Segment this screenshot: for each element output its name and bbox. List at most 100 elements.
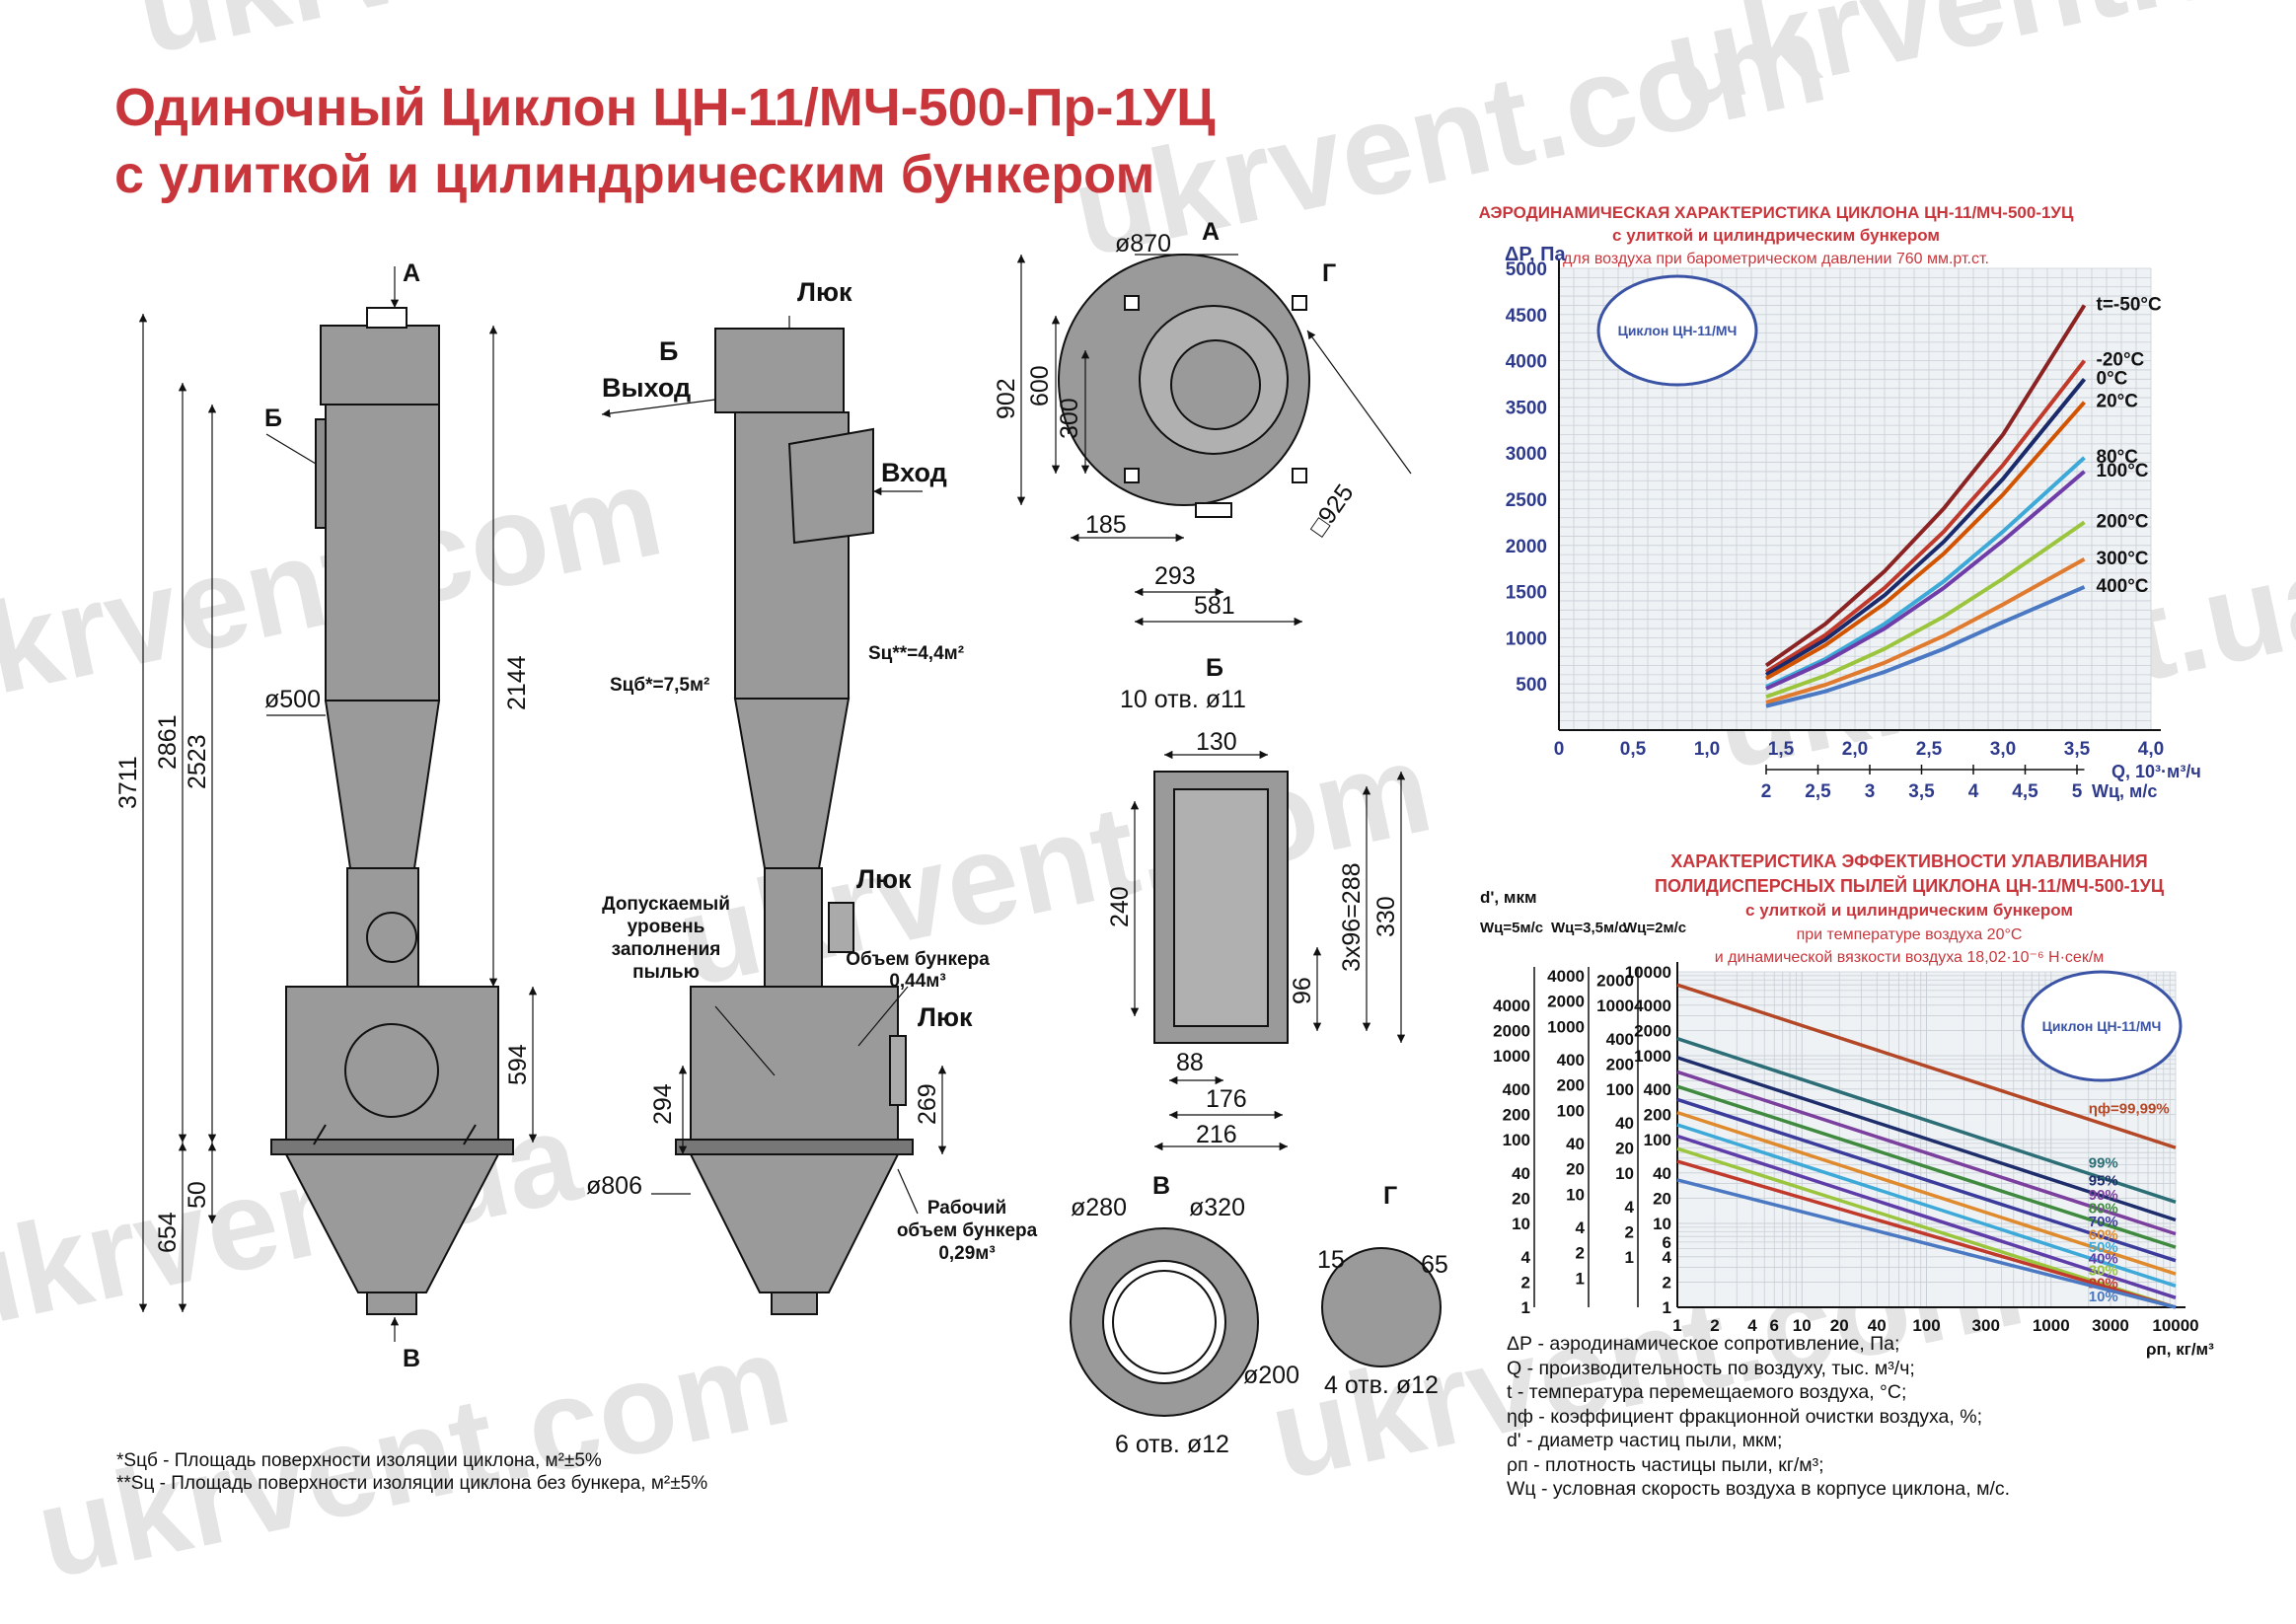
chart1-ytick-label: 4000 [1506, 352, 1547, 373]
chart2-aux-tick-label: 20 [1512, 1189, 1530, 1208]
allowed-level-4: пылью [632, 962, 700, 983]
chart2-series-label: 99% [2089, 1154, 2118, 1171]
chart2-series-line [1676, 1178, 2177, 1309]
allowed-level-2: уровень [628, 917, 705, 937]
hatch-circle [344, 1023, 439, 1118]
chart2-series-line [1676, 1123, 2177, 1288]
chart1-logo: Циклон ЦН-11/МЧ [1596, 274, 1758, 387]
chart1-series-label: 200°C [2097, 511, 2149, 532]
label-b-flange: Б [1206, 654, 1223, 682]
dim-925: □925 [1304, 480, 1360, 542]
chart1-x2tick-label: 3 [1865, 781, 1876, 802]
legend-line: Q - производительность по воздуху, тыс. … [1507, 1357, 1915, 1379]
chart2-xtick-label: 10 [1793, 1316, 1812, 1335]
chart2-aux-tick-label: 20 [1566, 1160, 1585, 1179]
dim-88: 88 [1176, 1049, 1204, 1076]
chart2-aux-tick-label: 4000 [1547, 967, 1585, 986]
chart2-aux-tick-label: 20 [1615, 1139, 1634, 1157]
chart2-series-label: 10% [2089, 1289, 2118, 1305]
chart1-series-label: 300°C [2097, 549, 2149, 569]
dim-185: 185 [1085, 511, 1127, 539]
hatch-small-circle [366, 912, 417, 963]
chart1-ytick-label: 4500 [1506, 306, 1547, 327]
front-dimensions [138, 266, 538, 1342]
neck-side [764, 867, 823, 988]
chart2-series: ηф=99,99%99%95%90%80%70%60%50%40%30%20%1… [1676, 983, 2177, 1309]
dim-269: 269 [914, 1083, 941, 1125]
chart2-series-label: 60% [2089, 1227, 2118, 1244]
chart1-series-label: 20°C [2097, 392, 2139, 412]
hatch-label-top: Люк [797, 277, 852, 307]
dim-130: 130 [1196, 728, 1237, 756]
legend-line: ΔР - аэродинамическое сопротивление, Па; [1507, 1333, 1900, 1355]
chart1-series-label: t=-50°C [2097, 294, 2162, 315]
chart1-series-label: 0°C [2097, 368, 2128, 389]
top-handle [366, 307, 407, 329]
chart2-xtick-label: 1 [1672, 1316, 1681, 1335]
label-v-front: В [403, 1345, 420, 1372]
chart2-aux-tick-label: 1000 [1596, 997, 1634, 1015]
chart2-aux-tick-label: 40 [1566, 1135, 1585, 1153]
front-labels: А Б В 3711 2861 2523 2144 594 50 654 ø50… [114, 259, 677, 1372]
chart1-tick-labels: 5001000150020002500300035004000450050000… [1505, 244, 2201, 802]
chart2-aux-tick-label: 4 [1521, 1248, 1531, 1267]
flange-b-dimensions [1130, 750, 1406, 1151]
outlet-pipe-side [771, 1292, 818, 1315]
chart1-series-label: 400°C [2097, 576, 2149, 597]
hatch-bunker [889, 1035, 907, 1106]
dim-902: 902 [993, 378, 1020, 419]
page-title: Одиночный Циклон ЦН-11/МЧ-500-Пр-1УЦ [114, 78, 1216, 137]
label-b-side: Б [659, 336, 678, 366]
chart2-xtick-label: 1000 [2033, 1316, 2070, 1335]
detail-g-labels: Г 15 65 4 отв. ø12 [1317, 1182, 1448, 1399]
dim-330: 330 [1372, 896, 1400, 937]
chart1-ytick-label: 1000 [1506, 628, 1547, 649]
chart2-aux-tick-label: 2 [1576, 1244, 1585, 1263]
chart1-series-line [1765, 557, 2086, 704]
bunker-cone [284, 1153, 500, 1293]
top-dimensions [1016, 254, 1412, 627]
chart2-xtick-label: 300 [1972, 1316, 2000, 1335]
chart2-ytick-label: 2 [1663, 1273, 1671, 1292]
chart2-aux-tick-label: 100 [1606, 1080, 1634, 1099]
chart2-aux-tick-label: 200 [1557, 1076, 1585, 1095]
chart2-aux-tick-label: 400 [1557, 1051, 1585, 1070]
flange-b-labels: Б 10 отв. ø11 130 240 3x96=288 330 96 88… [1106, 654, 1400, 1148]
chart2-logo: Циклон ЦН-11/МЧ [2021, 970, 2183, 1082]
chart2-aux-tick-label: 2 [1521, 1273, 1530, 1292]
label-v-flange: В [1152, 1172, 1170, 1200]
chart2-subtitle3: и динамической вязкости воздуха 18,02·10… [1715, 949, 2105, 966]
chart1-ytick-label: 3000 [1506, 444, 1547, 465]
dim-65: 65 [1421, 1251, 1448, 1279]
chart2-series-line [1676, 1110, 2177, 1276]
dim-216: 216 [1196, 1121, 1237, 1148]
chart-legend: ΔР - аэродинамическое сопротивление, Па;… [1507, 1332, 2010, 1502]
chart1-xtick-label: 2,5 [1916, 739, 1943, 760]
chart2-aux-tick-label: 1000 [1547, 1017, 1585, 1036]
dim-594: 594 [504, 1044, 532, 1085]
chart2-series-line [1676, 1159, 2177, 1309]
chart2-series-line [1676, 1146, 2177, 1309]
chart1-x2tick-label: 2 [1761, 781, 1772, 802]
flange-v-inner [1102, 1260, 1226, 1384]
dim-2144: 2144 [503, 655, 531, 710]
chart2-subtitle2: при температуре воздуха 20°С [1797, 926, 2023, 943]
chart2-aux-tick-label: 1 [1521, 1298, 1530, 1317]
chart1-series-line [1765, 456, 2086, 689]
chart2-series-label: 50% [2089, 1239, 2118, 1256]
label-a-front: А [403, 259, 420, 287]
chart1-ytick-label: 2500 [1506, 490, 1547, 511]
dim-50: 50 [184, 1181, 211, 1209]
area-total: Sцб*=7,5м² [610, 675, 709, 696]
dim-176: 176 [1206, 1085, 1247, 1113]
chart1-xtick-label: 0 [1554, 739, 1565, 760]
chart2-ytick-label: 100 [1644, 1131, 1671, 1149]
chart-aerodynamic: АЭРОДИНАМИЧЕСКАЯ ХАРАКТЕРИСТИКА ЦИКЛОНА … [1479, 203, 2201, 802]
chart2-col-label: Wц=5м/с [1480, 920, 1543, 936]
chart2-aux-tick-label: 100 [1557, 1101, 1585, 1120]
chart2-subtitle: с улиткой и цилиндрическим бункером [1745, 901, 2073, 920]
chart2-xtick-label: 2 [1710, 1316, 1719, 1335]
chart2-series-label: 30% [2089, 1262, 2118, 1279]
dia-870: ø870 [1115, 230, 1171, 258]
legend-line: ρп - плотность частицы пыли, кг/м³; [1507, 1453, 1824, 1476]
